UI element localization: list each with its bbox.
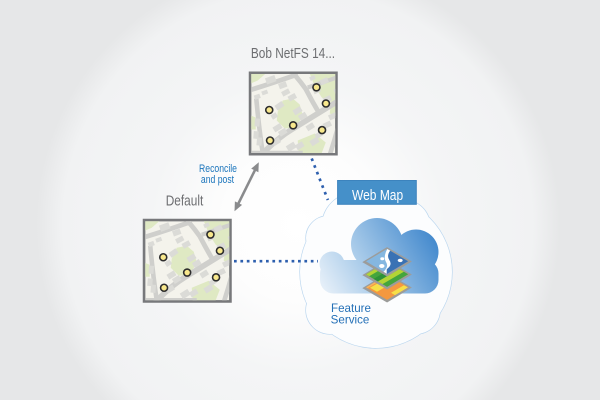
svg-text:and post: and post (201, 174, 234, 186)
svg-text:Reconcile: Reconcile (199, 163, 237, 175)
svg-text:Service: Service (331, 314, 370, 327)
svg-text:Feature: Feature (331, 302, 371, 315)
svg-text:Default: Default (166, 192, 204, 209)
svg-text:Web Map: Web Map (352, 187, 403, 204)
svg-text:Bob NetFS 14...: Bob NetFS 14... (251, 45, 335, 62)
